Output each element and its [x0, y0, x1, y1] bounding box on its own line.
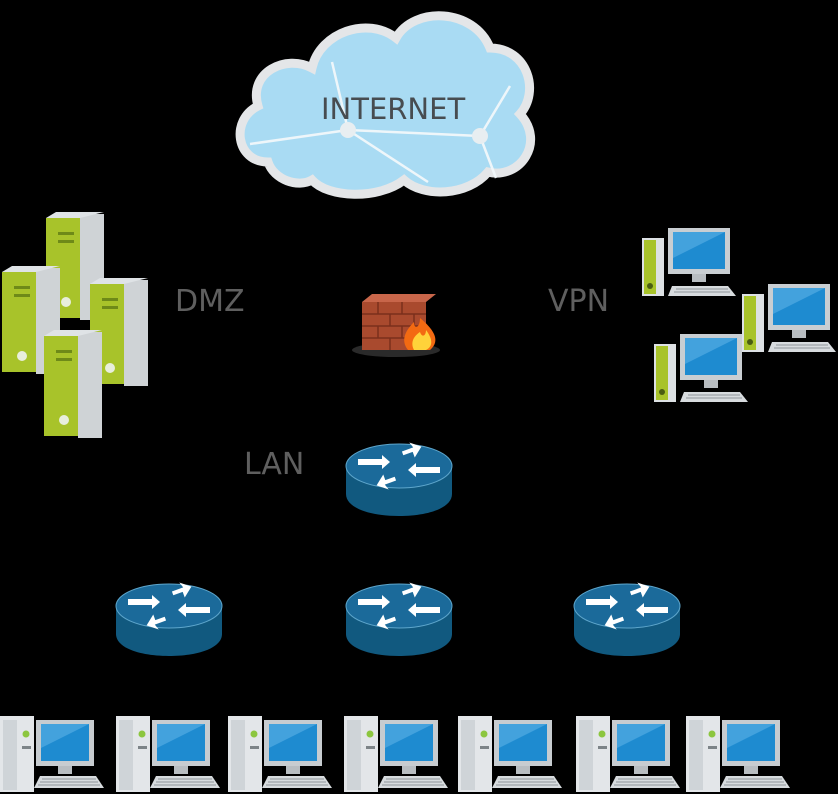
- vpn-workstation-group: [636, 224, 838, 408]
- internet-cloud-icon: [228, 2, 540, 200]
- dmz-server-cluster: [0, 208, 160, 440]
- lan-core-router-icon: [344, 442, 454, 518]
- internet-label: INTERNET: [321, 92, 466, 126]
- router-center-icon: [344, 582, 454, 658]
- router-left-icon: [114, 582, 224, 658]
- firewall-icon: [350, 292, 446, 358]
- lan-workstation-row: [0, 712, 838, 794]
- router-right-icon: [572, 582, 682, 658]
- lan-label: LAN: [244, 447, 305, 482]
- dmz-label: DMZ: [175, 284, 245, 319]
- vpn-label: VPN: [548, 284, 610, 319]
